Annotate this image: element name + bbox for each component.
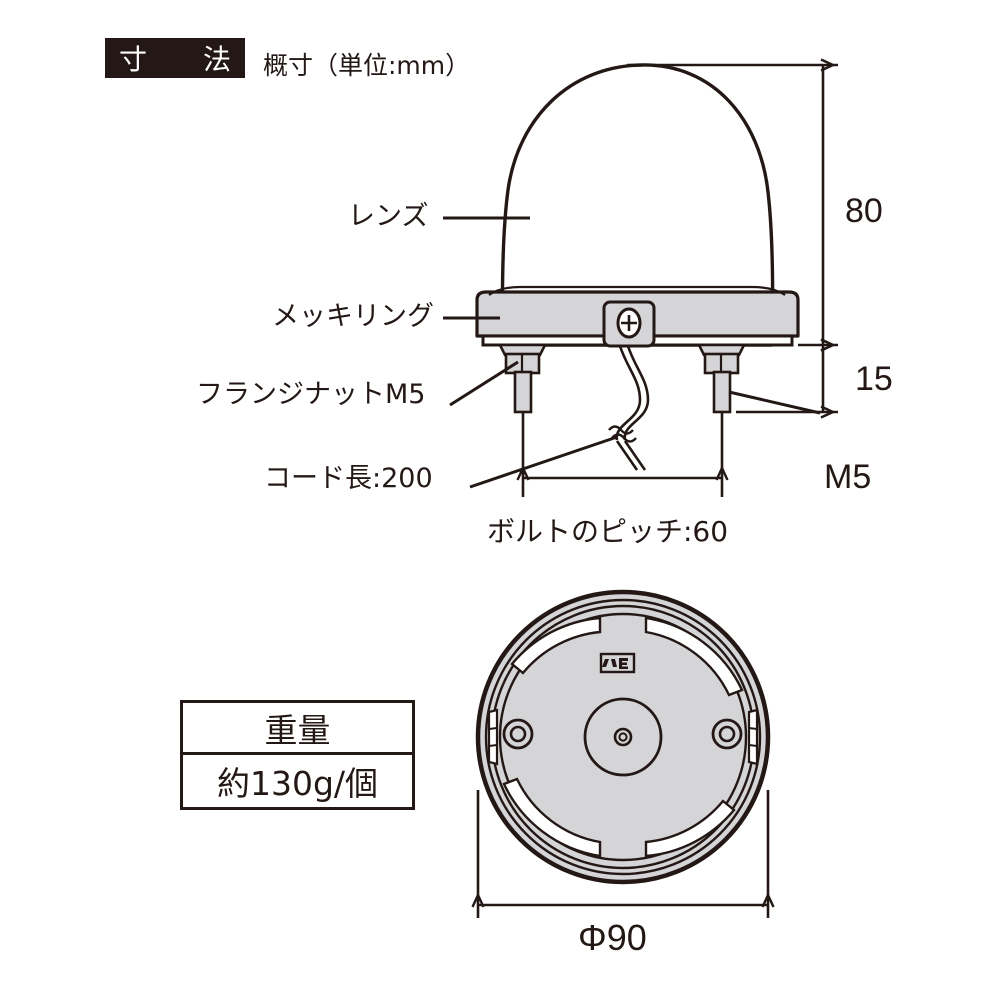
header-subtitle: 概寸（単位:mm） (263, 51, 471, 80)
weight-table-value: 約130g/個 (216, 764, 379, 803)
dimension-bolt-pitch: ボルトのピッチ:60 (487, 515, 729, 548)
bottom-view (475, 589, 771, 885)
brand-logo-icon (599, 652, 636, 674)
section-badge: 寸 法 (105, 38, 245, 78)
bolt-left (497, 343, 548, 414)
center-screw-tab (602, 300, 656, 348)
diameter-dimension (471, 790, 775, 918)
bolt-pitch-dimension (516, 412, 729, 497)
weight-table-value-row: 約130g/個 (183, 755, 412, 807)
dimension-height-80: 80 (845, 192, 883, 230)
bolt-right (696, 343, 747, 414)
weight-table-header: 重量 (264, 710, 331, 750)
section-badge-label: 寸 法 (119, 43, 246, 76)
label-bolt-thread-m5: M5 (824, 458, 872, 496)
power-cord (608, 345, 650, 471)
label-plating-ring: メッキリング (272, 301, 434, 332)
dimension-height-15: 15 (855, 360, 893, 398)
label-lens: レンズ (348, 201, 429, 232)
dimension-diameter: Φ90 (578, 917, 647, 958)
leader-lines (443, 216, 821, 489)
weight-table-header-row: 重量 (183, 703, 412, 755)
vertical-dimensions (627, 58, 838, 419)
label-flange-nut: フランジナットM5 (196, 379, 426, 410)
weight-table: 重量 約130g/個 (180, 700, 415, 810)
label-cord-length: コード長:200 (264, 463, 433, 494)
